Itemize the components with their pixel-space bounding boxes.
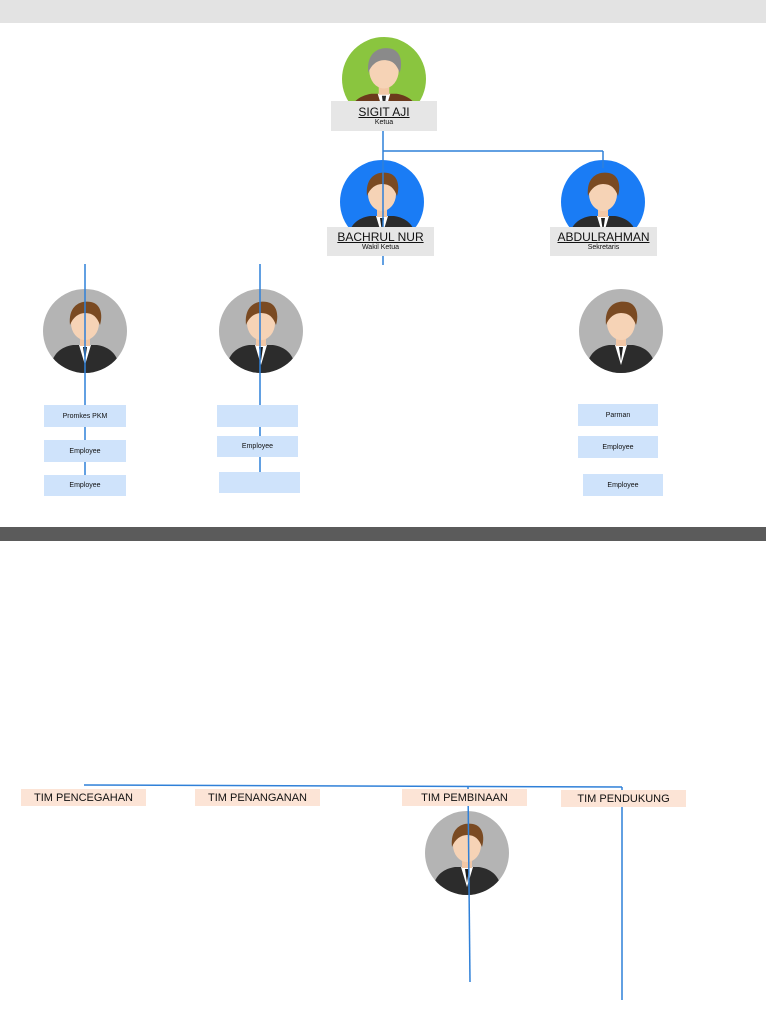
team-label: TIM PENANGANAN <box>207 791 307 804</box>
team-label: TIM PEMBINAAN <box>421 791 508 804</box>
section-divider <box>0 527 766 541</box>
team-label: TIM PENCEGAHAN <box>33 791 133 804</box>
staff-label: Employee <box>602 443 634 451</box>
secretary-namebox: ABDULRAHMAN Sekretaris <box>550 227 657 256</box>
secretary-role: Sekretaris <box>587 244 620 251</box>
team-label: TIM PENDUKUNG <box>577 792 670 805</box>
secretary-avatar <box>561 160 645 246</box>
secretary-name: ABDULRAHMAN <box>557 230 650 244</box>
chairman-avatar <box>342 37 426 125</box>
staff-box: Employee <box>583 474 663 496</box>
staff-box: Employee <box>217 436 298 457</box>
staff-box: Employee <box>44 440 126 462</box>
connector-line <box>467 786 471 983</box>
team-box: TIM PEMBINAAN <box>402 789 527 806</box>
team-box: TIM PENCEGAHAN <box>21 789 146 806</box>
staff-avatar <box>219 289 303 375</box>
staff-label: Employee <box>607 481 639 489</box>
staff-avatar <box>579 289 663 375</box>
chairman-role: Ketua <box>374 118 394 126</box>
staff-label: Employee <box>69 447 101 455</box>
vice-chairman-namebox: BACHRUL NUR Wakil Ketua <box>327 227 434 256</box>
team-avatar <box>425 811 509 897</box>
top-bar <box>0 0 766 23</box>
staff-label: Parman <box>605 411 631 419</box>
staff-label: Employee <box>241 443 274 450</box>
staff-label: Promkes PKM <box>62 412 108 420</box>
vice-chairman-role: Wakil Ketua <box>361 244 400 251</box>
vice-chairman-avatar <box>340 160 424 246</box>
staff-box: Parman <box>578 404 658 426</box>
vice-chairman-name: BACHRUL NUR <box>337 230 424 244</box>
staff-label: Employee <box>69 482 101 489</box>
staff-box: Employee <box>44 475 126 496</box>
staff-box <box>217 405 298 427</box>
staff-box <box>219 472 300 493</box>
staff-box: Promkes PKM <box>44 405 126 427</box>
chairman-namebox: SIGIT AJI Ketua <box>331 101 437 131</box>
team-box: TIM PENDUKUNG <box>561 790 686 807</box>
chairman-name: SIGIT AJI <box>358 104 410 119</box>
staff-box: Employee <box>578 436 658 458</box>
connector-line <box>83 784 623 788</box>
team-box: TIM PENANGANAN <box>195 789 320 806</box>
